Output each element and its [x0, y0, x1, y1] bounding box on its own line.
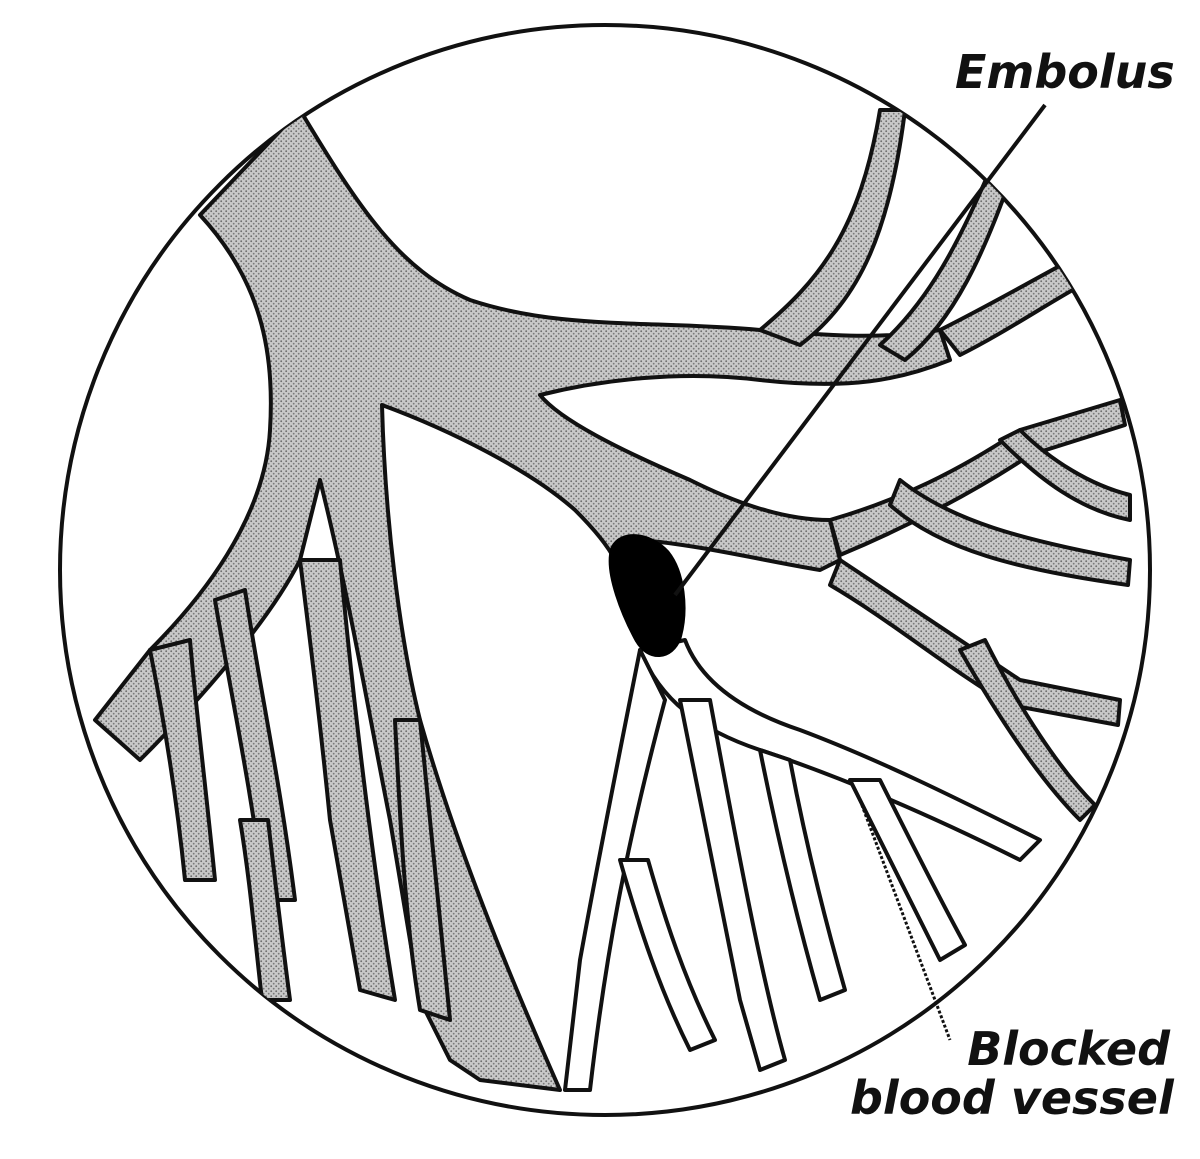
embolus-label: Embolus [955, 45, 1175, 99]
healthy-vessel-right-branch-8 [958, 638, 1097, 822]
blocked-vessel-trunk [638, 638, 1042, 862]
healthy-vessel-right-branch-7 [998, 428, 1132, 522]
healthy-vessel-left-branch-3 [298, 558, 397, 1002]
blocked-vessel-label-line-2: blood vessel [850, 1070, 1174, 1125]
blocked-vessel-branch-3 [758, 748, 847, 1002]
blocked-vessel-branch-2 [678, 698, 787, 1072]
embolus-leader-line [673, 103, 1047, 597]
blocked-vessel-branch-4 [848, 778, 967, 962]
blocked-vessel-branch-5 [618, 858, 717, 1052]
healthy-vessel-left-branch-2 [213, 588, 297, 902]
healthy-vessel-left-branch-5 [238, 818, 292, 1002]
healthy-vessel-left-branch-4 [393, 718, 452, 1022]
blocked-vessel-label-line-1: Blocked [967, 1022, 1170, 1076]
blocked-vessel-leader-line [858, 799, 952, 1041]
healthy-vessel-right-branch-5 [828, 558, 1122, 727]
healthy-vessel-right-branch-6 [888, 478, 1132, 587]
blocked-vessel-label: Blocked blood vessel [850, 1022, 1174, 1125]
healthy-vessel-left-branch-1 [148, 638, 217, 882]
blocked-vessel-branch-1 [563, 648, 667, 1092]
embolus-clot [608, 534, 686, 657]
